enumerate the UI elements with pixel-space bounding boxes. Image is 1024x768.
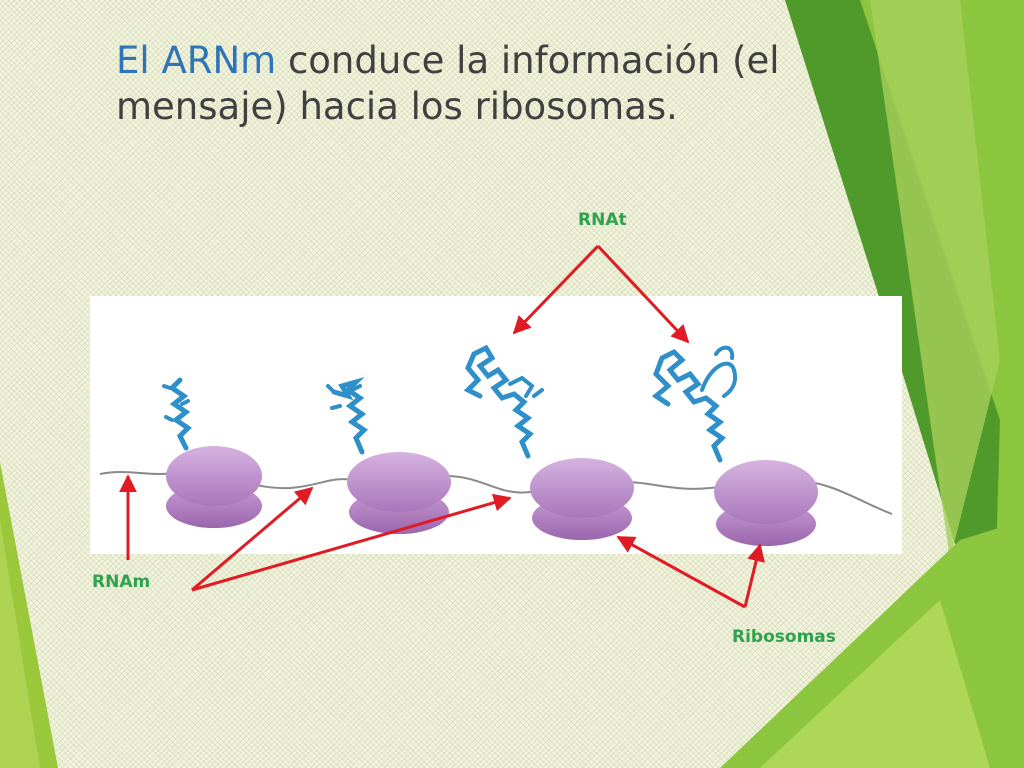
arrow-ribosomas-right (743, 543, 765, 608)
arrow-rnat-right (596, 244, 690, 344)
page-title: El ARNm conduce la información (el mensa… (116, 38, 936, 130)
arrow-rnat-left (512, 244, 600, 335)
bottom-green-wedge-light (760, 600, 990, 768)
right-green-band-light (860, 0, 1024, 768)
trna-chain-4 (651, 345, 737, 463)
label-rnat: RNAt (578, 210, 627, 230)
label-rnam: RNAm (92, 572, 151, 592)
title-arnm: ARNm (161, 39, 277, 82)
translation-illustration (99, 344, 893, 546)
ribosome-1 (166, 446, 262, 528)
ribosome-3 (530, 458, 634, 540)
title-rest: conduce la información (el mensaje) haci… (116, 39, 780, 128)
label-ribosomas: Ribosomas (732, 627, 836, 647)
trna-chain-2 (326, 376, 368, 455)
arrow-rnam-right (191, 493, 512, 592)
right-green-band-lime (870, 0, 1000, 560)
trna-chain-1 (162, 377, 192, 451)
trna-chain-3 (463, 344, 544, 459)
arrow-ribosomas-left (616, 535, 746, 609)
arrow-rnam-mid (191, 486, 314, 592)
left-green-band-light (0, 520, 40, 768)
title-el: El (116, 39, 150, 82)
ribosome-4 (714, 460, 818, 546)
